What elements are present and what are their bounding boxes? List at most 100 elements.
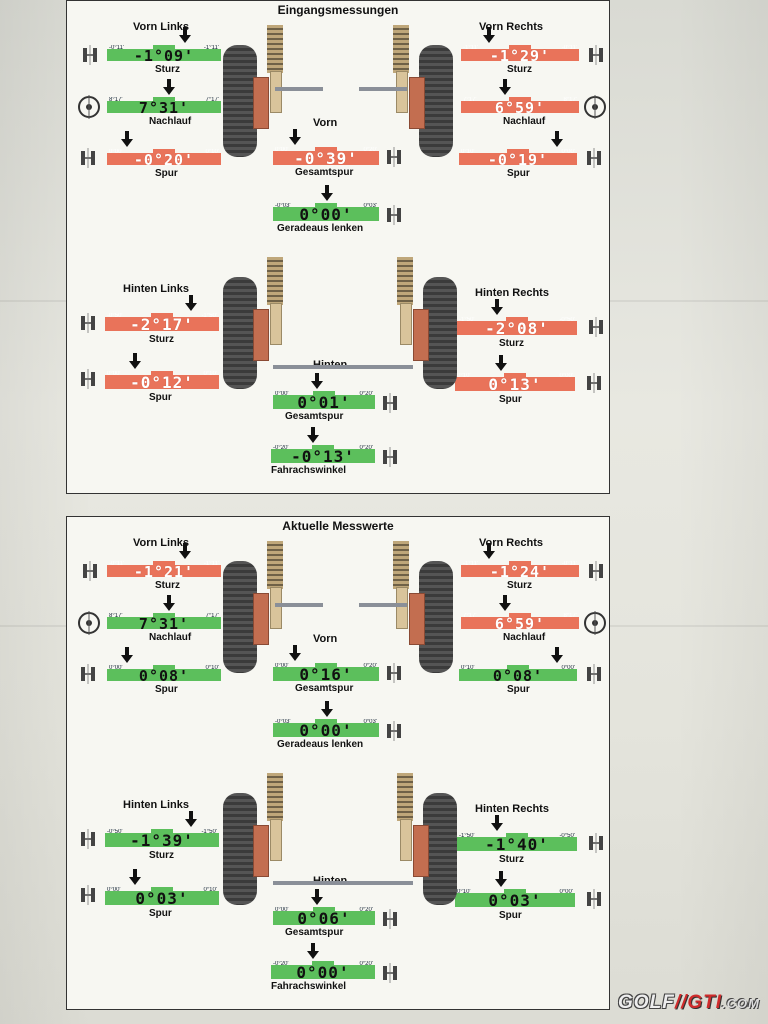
- panel-title: Eingangsmessungen: [277, 3, 399, 17]
- gauge-notch: [153, 561, 175, 567]
- arrow-down-icon: [551, 131, 563, 147]
- toe-icon: [79, 664, 97, 684]
- gauge-band: [105, 317, 219, 331]
- gauge-band: [461, 617, 579, 629]
- gauge-notch: [507, 149, 529, 155]
- gauge-limit-high: -1°11': [203, 45, 219, 51]
- arrow-down-icon: [163, 79, 175, 95]
- gauge-limit-high: 0°20': [359, 445, 373, 451]
- measurement-gauge: -0°20'0°20'0°00': [271, 961, 375, 979]
- gauge-band: [273, 911, 375, 925]
- gauge-value: -0°20': [133, 151, 195, 165]
- gauge-value: 0°06': [297, 909, 351, 925]
- arrow-down-icon: [491, 299, 503, 315]
- gauge-limit-high: 0°03': [363, 719, 377, 725]
- gauge-limit-high: 0°00': [561, 149, 575, 155]
- gauge-value: -1°09': [133, 47, 195, 61]
- camber-icon: [587, 45, 605, 65]
- gauge-limit-low: -0°50': [107, 829, 123, 835]
- gauge-label: Sturz: [499, 338, 524, 349]
- gauge-limit-low: -1°50': [459, 317, 475, 323]
- gauge-notch: [151, 371, 173, 377]
- gauge-notch: [315, 147, 337, 153]
- gauge-label: Spur: [499, 394, 522, 405]
- gauge-limit-high: -1°11': [203, 561, 219, 567]
- gauge-limit-high: 0°03': [363, 203, 377, 209]
- measurement-gauge: 8°17'7°17'7°31': [107, 613, 221, 629]
- arrow-down-icon: [495, 871, 507, 887]
- gauge-band: [273, 395, 375, 409]
- gauge-notch: [153, 665, 175, 671]
- gauge-label: Gesamtspur: [295, 683, 354, 694]
- arrow-down-icon: [121, 131, 133, 147]
- arrow-down-icon: [307, 943, 319, 959]
- coil-spring: [397, 257, 413, 305]
- gauge-limit-low: -0°50': [107, 313, 123, 319]
- gauge-label: Nachlauf: [503, 116, 546, 127]
- gauge-value: -1°29': [489, 47, 551, 61]
- section-title-front-right: Vorn Rechts: [479, 21, 543, 33]
- section-title-front-left: Vorn Links: [133, 21, 190, 33]
- rear-axle-link: [273, 365, 413, 369]
- gauge-limit-high: 0°10': [203, 371, 217, 377]
- gauge-band: [457, 837, 577, 851]
- rear-axle-link: [273, 881, 413, 885]
- gauge-value: -0°19': [487, 151, 549, 165]
- gauge-limit-low: 0°10': [457, 889, 471, 895]
- arrow-down-icon: [289, 645, 301, 661]
- gauge-value: 0°00': [299, 205, 353, 221]
- gauge-value: 7°31': [138, 99, 190, 113]
- toe-icon: [585, 889, 603, 909]
- coil-spring: [267, 257, 283, 305]
- arrow-down-icon: [495, 355, 507, 371]
- arrow-down-icon: [321, 185, 333, 201]
- gauge-notch: [151, 887, 173, 893]
- measurement-gauge: -0°50'-1°50'-1°39': [105, 829, 219, 847]
- gauge-notch: [504, 889, 526, 895]
- wheel-tire: [223, 561, 257, 673]
- gauge-label: Sturz: [149, 850, 174, 861]
- gauge-value: -0°13': [291, 447, 355, 463]
- strut-body: [400, 303, 412, 345]
- logo-text-golf: GOLF: [618, 992, 675, 1013]
- drive-shaft: [359, 87, 407, 91]
- gauge-limit-low: 7°17': [463, 97, 477, 103]
- gauge-label: Spur: [499, 910, 522, 921]
- drive-shaft: [275, 603, 323, 607]
- camber-icon: [79, 313, 97, 333]
- gauge-limit-low: -1°11': [463, 561, 479, 567]
- brake-disc: [409, 593, 425, 645]
- drive-shaft: [359, 603, 407, 607]
- gauge-value: -1°21': [133, 563, 195, 577]
- measurement-gauge: 0°10'0°00'0°03': [455, 889, 575, 907]
- drive-shaft: [275, 87, 323, 91]
- measurement-gauge: 0°00'0°10'-0°20': [107, 149, 221, 165]
- coil-spring: [393, 541, 409, 589]
- gauge-notch: [153, 149, 175, 155]
- coil-spring: [393, 25, 409, 73]
- gauge-label: Spur: [149, 392, 172, 403]
- gauge-label: Sturz: [507, 580, 532, 591]
- gauge-notch: [153, 613, 175, 619]
- section-title-rear-left: Hinten Links: [123, 799, 190, 811]
- camber-icon: [587, 317, 605, 337]
- measurement-gauge: 0°10'0°00'-0°19': [459, 149, 577, 165]
- panel-title: Aktuelle Messwerte: [282, 519, 394, 533]
- gauge-band: [271, 965, 375, 979]
- gauge-limit-low: 0°00': [275, 391, 289, 397]
- camber-icon: [81, 561, 99, 581]
- gauge-label: Spur: [155, 684, 178, 695]
- gauge-band: [107, 669, 221, 681]
- gauge-band: [273, 207, 379, 221]
- gauge-limit-high: 0°00': [559, 373, 573, 379]
- steering-icon: [385, 205, 403, 225]
- total-toe-icon: [385, 147, 403, 167]
- gauge-limit-high: 7°17': [205, 613, 219, 619]
- brake-disc: [253, 593, 269, 645]
- brake-disc: [253, 309, 269, 361]
- gauge-notch: [151, 313, 173, 319]
- gauge-label: Gesamtspur: [295, 167, 354, 178]
- gauge-limit-low: 0°00': [109, 149, 123, 155]
- gauge-value: 0°00': [296, 963, 350, 979]
